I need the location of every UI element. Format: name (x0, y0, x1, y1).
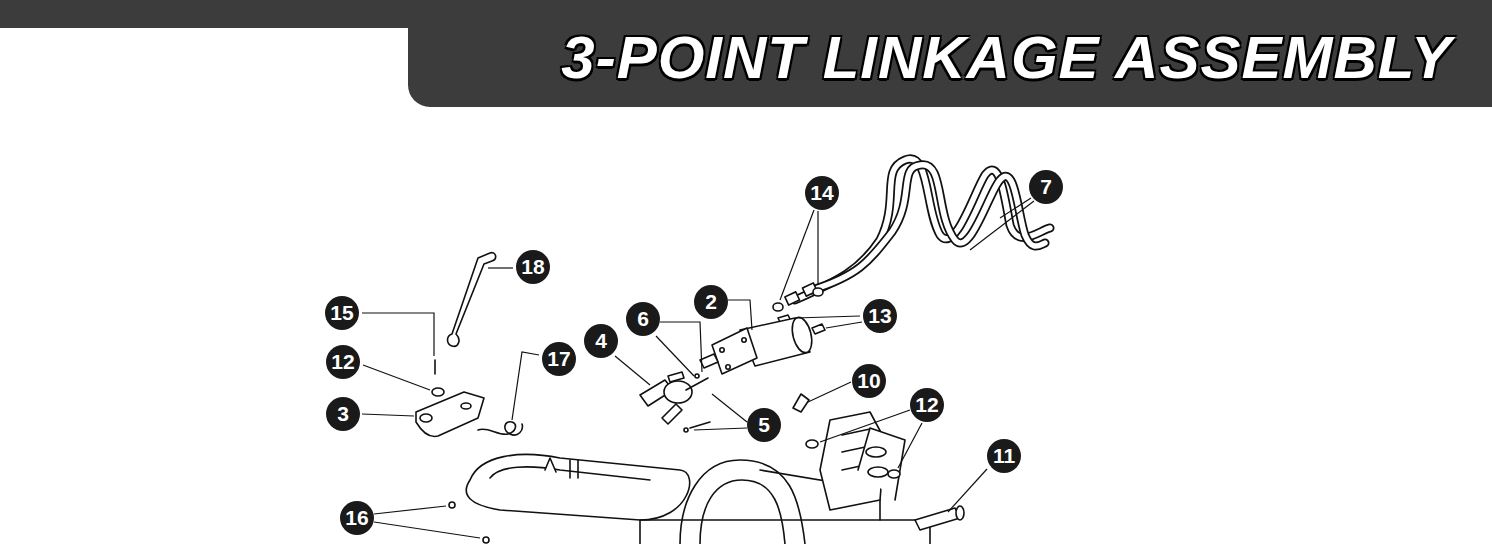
leader-lines (362, 198, 1034, 538)
callout-number: 10 (852, 364, 886, 398)
hydraulic-hoses (785, 159, 1050, 305)
callout-number: 3 (326, 397, 360, 431)
callout-number: 13 (863, 299, 897, 333)
callout-number: 15 (325, 296, 359, 330)
lever-handle (640, 372, 692, 424)
callout-number: 7 (1029, 170, 1063, 204)
callout-number: 4 (584, 324, 618, 358)
callout-number: 6 (626, 302, 660, 336)
hydraulic-motor (700, 315, 815, 374)
callout-number: 14 (805, 176, 839, 210)
callout-number: 18 (516, 250, 550, 284)
callout-number: 5 (747, 408, 781, 442)
page-title: 3-POINT LINKAGE ASSEMBLY (561, 28, 1452, 88)
callout-number: 12 (326, 345, 360, 379)
callout-number: 12 (910, 388, 944, 422)
callout-number: 2 (694, 285, 728, 319)
callout-number: 17 (542, 342, 576, 376)
callout-number: 16 (340, 501, 374, 535)
callout-number: 11 (987, 439, 1021, 473)
